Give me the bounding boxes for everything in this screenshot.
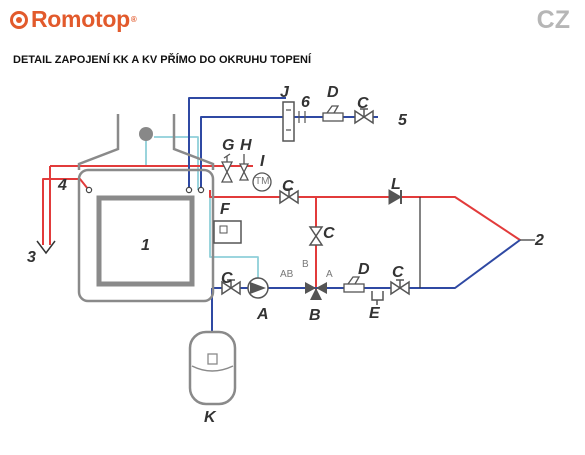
- label-5: 5: [398, 112, 408, 129]
- port-a: A: [326, 269, 333, 280]
- drain-e: [371, 291, 384, 305]
- brand-registered: ®: [130, 15, 137, 24]
- expansion-tank-gauge: [207, 353, 218, 365]
- label-4: 4: [57, 177, 67, 194]
- label-c2: C: [282, 178, 294, 195]
- language-code: CZ: [536, 6, 570, 34]
- fireplace-door: [96, 195, 195, 287]
- fireplace-hood: [77, 114, 215, 170]
- valve-c-cooling-handle: [360, 108, 368, 117]
- label-2: 2: [534, 232, 544, 249]
- expansion-tank-membrane: [191, 365, 234, 372]
- label-k: K: [204, 409, 217, 426]
- safety-return-pipe-red: [42, 178, 89, 245]
- label-h: H: [240, 137, 252, 154]
- drain-funnel-3: [36, 240, 56, 255]
- valve-c-pump-handle: [227, 279, 235, 288]
- air-vent-h: [238, 163, 250, 181]
- logo-mark-icon: [10, 10, 28, 29]
- label-j: J: [280, 84, 290, 101]
- chimney-sensor: [139, 127, 153, 141]
- romotop-logo: Romotop ®: [10, 6, 137, 33]
- thermostatic-valve-j-marks: [286, 109, 291, 131]
- three-way-valve-b: [305, 282, 327, 300]
- sensor-6: [298, 111, 306, 123]
- label-d2: D: [358, 261, 370, 278]
- safety-valve-g-spring: [223, 153, 231, 162]
- fireplace-body: [77, 168, 215, 303]
- connection-port-1: [85, 186, 93, 194]
- label-g: G: [222, 137, 234, 154]
- valve-c-return-handle: [396, 279, 404, 288]
- label-b: B: [309, 307, 321, 324]
- supply-pipe-red: [209, 190, 521, 241]
- check-valve-l: [388, 189, 402, 205]
- thermostatic-valve-j: [282, 101, 295, 142]
- label-l: L: [391, 176, 401, 193]
- label-c1: C: [221, 270, 233, 287]
- label-f: F: [220, 201, 231, 218]
- label-i: I: [260, 153, 265, 170]
- control-unit-f-display: [219, 225, 228, 234]
- valve-c-supply-handle: [285, 188, 293, 197]
- heat-exchanger-loop: [145, 136, 259, 288]
- strainer-d-cooling: [322, 112, 344, 122]
- page-title: DETAIL ZAPOJENÍ KK A KV PŘÍMO DO OKRUHU …: [13, 54, 312, 66]
- safety-valve-g: [220, 161, 234, 183]
- port-b: B: [302, 259, 309, 270]
- return-pipe-blue: [213, 239, 521, 289]
- pump-a-arrow: [250, 282, 266, 294]
- connection-port-3: [197, 186, 205, 194]
- label-c5: C: [357, 95, 369, 112]
- expansion-tank-k: [188, 330, 237, 406]
- port-ab: AB: [280, 269, 294, 280]
- label-a: A: [256, 306, 269, 323]
- label-3: 3: [27, 249, 36, 266]
- brand-name: Romotop: [31, 6, 130, 32]
- strainer-d-return-cap: [347, 276, 361, 285]
- thermometer-tm: TM: [255, 176, 269, 187]
- label-1: 1: [141, 237, 150, 254]
- cold-feed-pipe-blue: [188, 97, 286, 191]
- label-d1: D: [327, 84, 339, 101]
- thermometer-i: [252, 172, 272, 192]
- connection-port-2: [185, 186, 193, 194]
- label-c4: C: [392, 264, 404, 281]
- label-e: E: [369, 305, 381, 322]
- label-6: 6: [301, 94, 310, 111]
- strainer-d-cooling-cap: [326, 105, 340, 114]
- valve-c-bypass: [308, 226, 324, 246]
- label-c3: C: [323, 225, 335, 242]
- strainer-d-return: [343, 283, 365, 293]
